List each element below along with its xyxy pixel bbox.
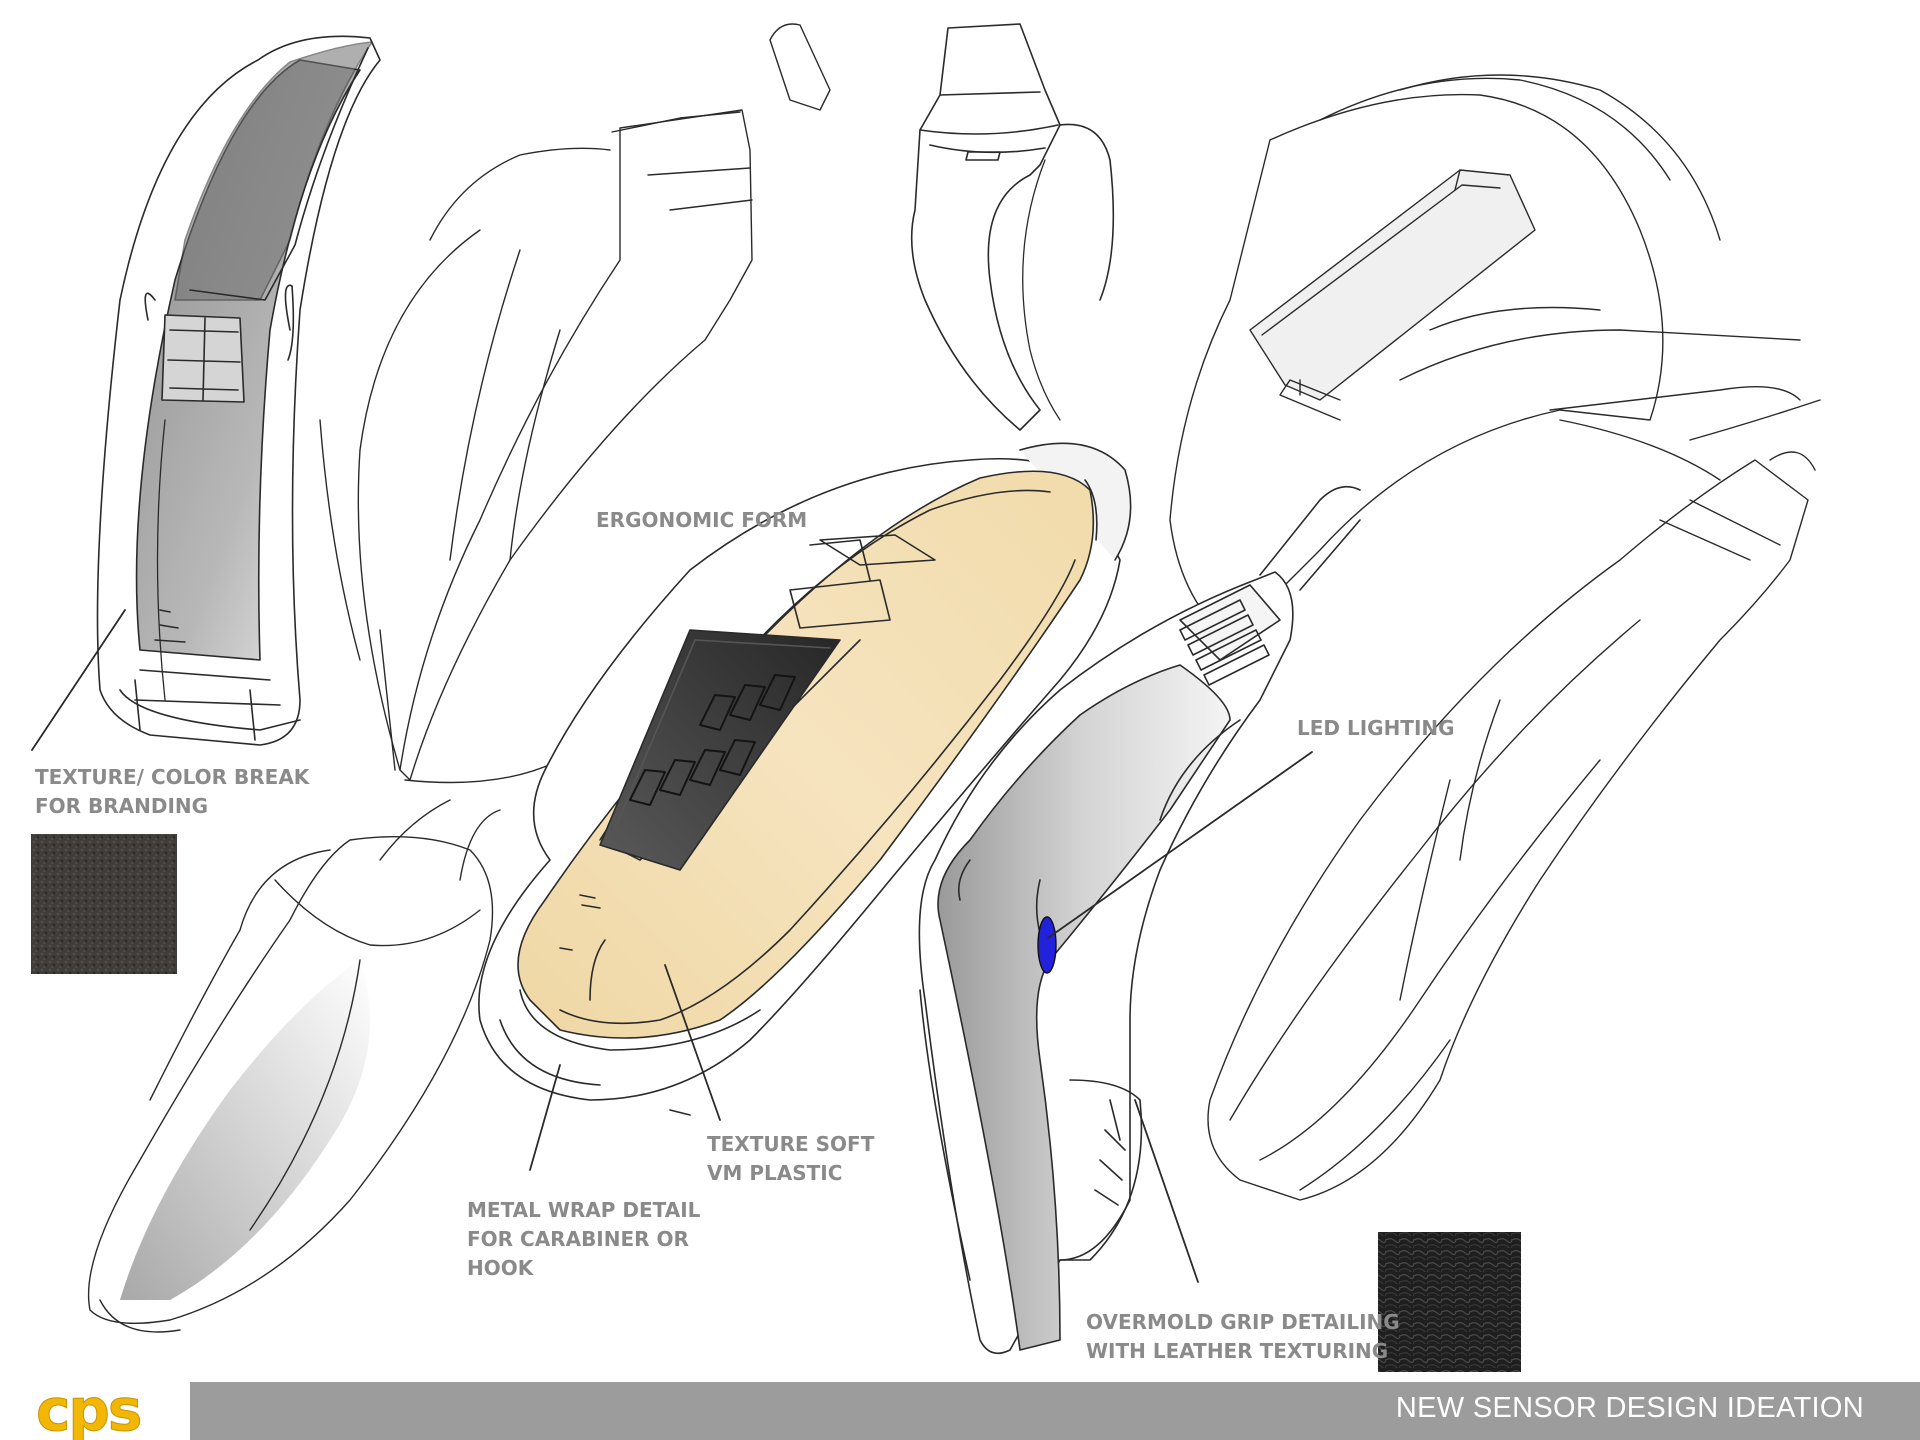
callout-line: LED LIGHTING xyxy=(1297,716,1455,740)
callout-line: ERGONOMIC FORM xyxy=(596,508,808,532)
callout-ergonomic-form: ERGONOMIC FORM xyxy=(596,506,807,535)
leader-texture-break xyxy=(31,609,126,751)
callout-line: METAL WRAP DETAIL xyxy=(467,1198,701,1222)
footer-title: NEW SENSOR DESIGN IDEATION xyxy=(1395,1392,1864,1424)
far-right-probe-sketch xyxy=(1207,399,1821,1201)
callout-line: WITH LEATHER TEXTURING xyxy=(1086,1339,1389,1363)
callout-line: FOR CARABINER OR xyxy=(467,1227,689,1251)
callout-led-lighting: LED LIGHTING xyxy=(1297,714,1455,743)
callout-texture-color-break: TEXTURE/ COLOR BREAK FOR BRANDING xyxy=(35,763,309,821)
left-device-sketch xyxy=(96,35,381,746)
callout-texture-soft: TEXTURE SOFT VM PLASTIC xyxy=(707,1130,874,1188)
callout-line: VM PLASTIC xyxy=(707,1161,843,1185)
bottom-left-probe-sketch xyxy=(87,799,501,1333)
callout-line: TEXTURE/ COLOR BREAK xyxy=(35,765,310,789)
leader-overmold-grip xyxy=(1134,1099,1199,1283)
callout-line: HOOK xyxy=(467,1256,534,1280)
callout-metal-wrap: METAL WRAP DETAIL FOR CARABINER OR HOOK xyxy=(467,1196,700,1283)
svg-text:cps: cps xyxy=(36,1376,140,1440)
callout-line: FOR BRANDING xyxy=(35,794,209,818)
callout-line: TEXTURE SOFT xyxy=(707,1132,875,1156)
center-beige-device xyxy=(478,442,1132,1116)
callout-overmold-grip: OVERMOLD GRIP DETAILING WITH LEATHER TEX… xyxy=(1086,1308,1400,1366)
leader-led-lighting xyxy=(1047,751,1313,939)
leather-swatch-black xyxy=(1378,1232,1521,1372)
cps-logo: cps xyxy=(0,1358,190,1440)
back-probe-sketch xyxy=(319,23,831,784)
right-grey-device xyxy=(918,485,1361,1355)
callout-line: OVERMOLD GRIP DETAILING xyxy=(1086,1310,1400,1334)
right-top-probe-sketch xyxy=(1169,74,1801,641)
leader-texture-soft xyxy=(664,964,721,1121)
top-probe-sketch xyxy=(910,23,1115,431)
leader-metal-wrap xyxy=(529,1064,561,1171)
leather-swatch-brown xyxy=(31,834,177,974)
footer-bar xyxy=(0,1382,1920,1440)
